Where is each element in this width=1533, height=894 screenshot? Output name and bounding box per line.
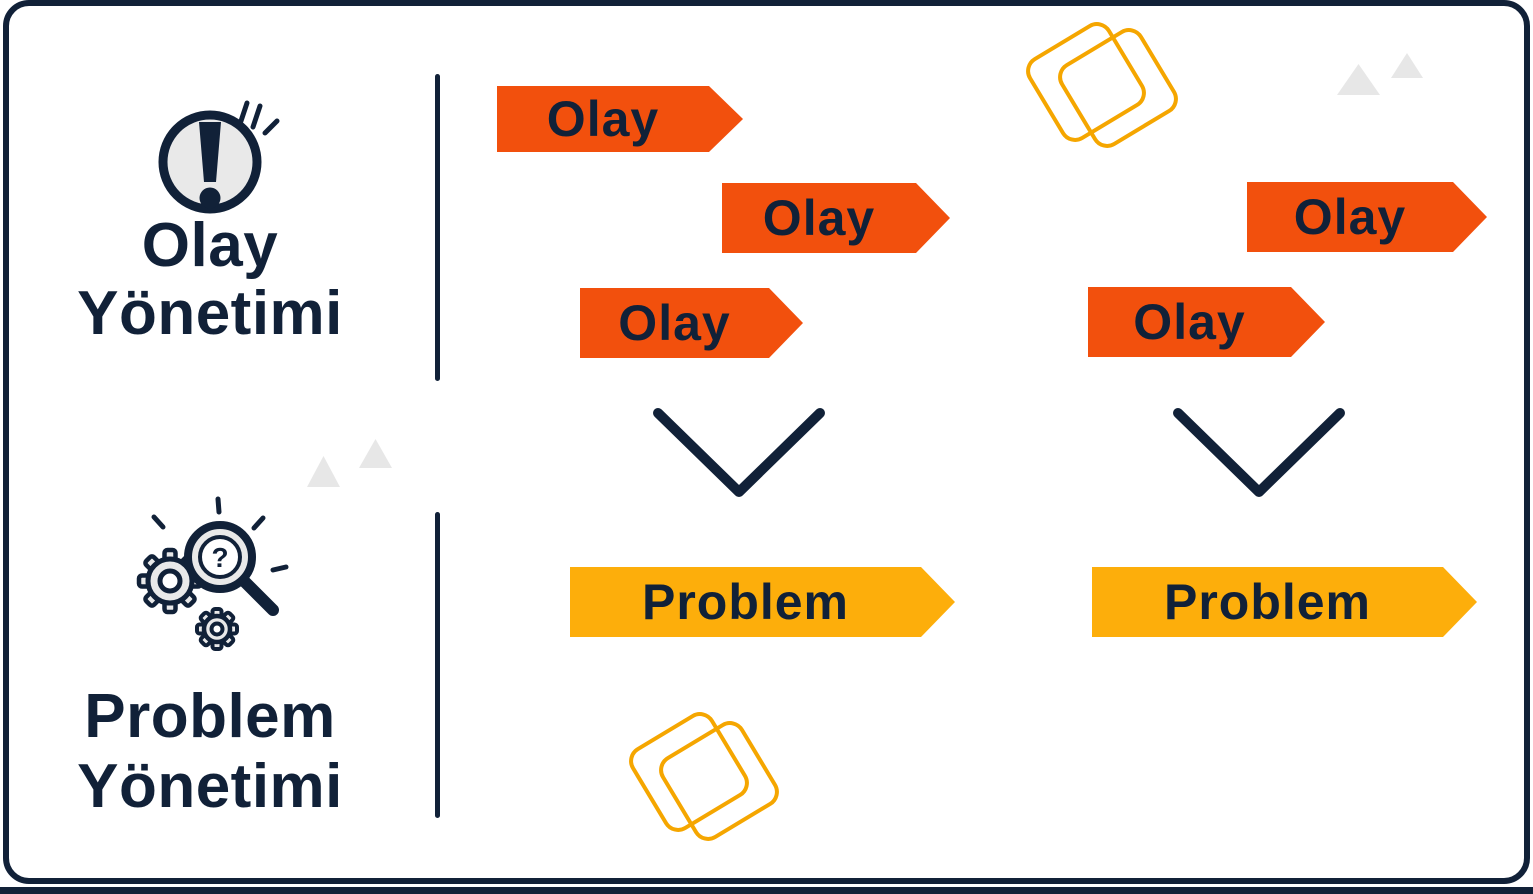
problem-section-divider [435,512,440,818]
magnifier-handle-icon [238,575,279,616]
problem-title-line1: Problem [84,682,336,751]
chevron-down-icon [653,408,825,497]
event-title-line2: Yönetimi [77,279,343,348]
spark-lines-icon [238,100,280,136]
magnifier-gears-icon: ? [136,496,289,651]
problem-arrow: Problem [1092,567,1477,637]
event-arrow: Olay [1088,287,1325,357]
event-section-divider [435,74,440,381]
event-arrow: Olay [580,288,803,358]
event-management-title: Olay Yönetimi [30,212,390,348]
exclamation-circle-icon [158,100,280,214]
chevron-down-icon [1173,408,1345,497]
event-title-line1: Olay [141,211,279,280]
bottom-edge-strip [0,887,1533,894]
magnifier-lens-icon: ? [184,521,256,593]
small-gear-icon [195,607,239,651]
problem-title-line2: Yönetimi [77,752,343,821]
ray-lines-icon [151,496,289,573]
event-arrow: Olay [722,183,950,253]
event-arrow: Olay [497,86,743,152]
outer-frame-border [3,0,1530,884]
question-mark-glyph: ? [211,542,228,573]
problem-arrow: Problem [570,567,955,637]
problem-management-title: Problem Yönetimi [25,682,395,822]
event-arrow: Olay [1247,182,1487,252]
